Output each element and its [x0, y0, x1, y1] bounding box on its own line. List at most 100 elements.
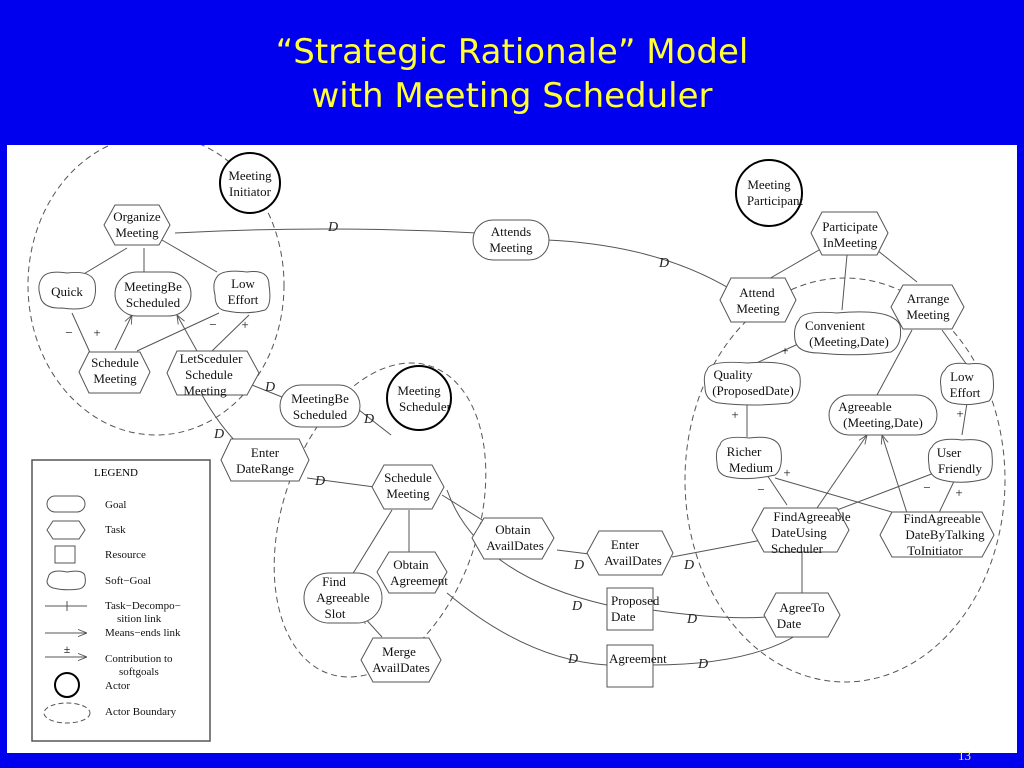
link-organize-loweffort — [161, 239, 218, 273]
contrib-minus-2: − — [209, 317, 216, 332]
attend-meeting-task — [719, 277, 797, 323]
meeting-scheduler-actor — [386, 365, 452, 431]
link-organize-quick — [76, 247, 128, 279]
arrange-meeting-task — [890, 284, 965, 330]
dep-enteravail-finduse — [671, 539, 763, 558]
legend-title: LEGEND — [94, 467, 138, 479]
title-line-2: with Meeting Scheduler — [311, 76, 713, 116]
link-participate-convenient — [841, 254, 848, 311]
slide-title: “Strategic Rationale” Model with Meeting… — [0, 30, 1024, 118]
proposed-date-resource — [606, 587, 654, 631]
link-schedule-quick — [71, 312, 93, 358]
contrib-plus-3: + — [781, 343, 788, 358]
legend-decomposition-symbol — [45, 601, 87, 611]
contrib-minus-1: − — [65, 325, 72, 340]
quick-label: Quick — [51, 284, 83, 299]
dep-schedule-proposed — [446, 489, 608, 606]
meeting-participant-actor — [735, 159, 803, 227]
meeting-be-scheduled-goal — [114, 271, 192, 317]
link-schedule-loweffort — [136, 312, 220, 352]
dep-marker-8: D — [683, 558, 694, 573]
contrib-minus-4: − — [923, 480, 930, 495]
link-letscheduler-loweffort — [211, 314, 250, 352]
quality-softgoal — [703, 361, 801, 406]
scheduler-boundary — [273, 362, 487, 678]
link-findtalk-richer — [774, 477, 903, 516]
link-userfriendly-loweffort — [961, 402, 968, 436]
dep-marker-9: D — [571, 599, 582, 614]
link-finduse-userfriendly — [836, 469, 943, 511]
legend-boundary-symbol — [43, 702, 91, 724]
convenient-label: Convenient(Meeting,Date) — [805, 318, 889, 349]
legend-task-label: Task — [105, 524, 126, 536]
contrib-minus-3: − — [757, 482, 764, 497]
link-arrange-agreeable — [876, 329, 913, 396]
meeting-initiator-actor — [219, 152, 281, 214]
dep-attends-attend — [546, 239, 733, 291]
legend-softgoal-label: Soft−Goal — [105, 575, 151, 587]
quality-label: Quality(ProposedDate) — [712, 367, 794, 398]
link-participate-attend — [766, 249, 820, 281]
find-agreeable-slot-goal — [303, 572, 383, 624]
link-arrange-loweffort — [941, 329, 968, 366]
legend-softgoal-symbol — [46, 570, 86, 591]
dep-daterange-schedule — [306, 477, 383, 489]
link-finduse-richer — [766, 474, 788, 506]
richer-medium-softgoal — [715, 436, 782, 480]
dep-marker-5: D — [213, 427, 224, 442]
agree-to-date-task — [763, 592, 841, 638]
obtain-avail-dates-task — [471, 517, 555, 560]
legend-boundary-label: Actor Boundary — [105, 706, 177, 718]
schedule-meeting-task-scheduler — [371, 464, 445, 510]
dep-mbs2-scheduler — [358, 409, 392, 436]
legend-actor-symbol — [54, 672, 80, 698]
dep-marker-6: D — [314, 474, 325, 489]
link-findtalk-agreeable — [882, 435, 908, 514]
legend: LEGEND ± Goal Task Resource Soft−Goal Ta… — [31, 459, 211, 742]
legend-task-symbol — [46, 520, 86, 540]
dep-marker-4: D — [363, 412, 374, 427]
merge-avail-dates-task — [360, 637, 442, 683]
legend-means-ends-label: Means−ends link — [105, 627, 181, 639]
agreeable-goal — [828, 394, 938, 436]
organize-meeting-task — [103, 204, 171, 246]
attends-meeting-goal — [472, 219, 550, 261]
dep-marker-3: D — [264, 380, 275, 395]
schedule-meeting-task-initiator — [78, 351, 151, 394]
dep-proposed-agreeto — [651, 609, 768, 619]
legend-resource-label: Resource — [105, 549, 146, 561]
agreement-resource — [606, 644, 654, 688]
legend-decomposition-label: Task−Decompo−sition link — [105, 600, 181, 625]
let-scheduler-task — [166, 350, 260, 396]
contrib-plus-1: + — [93, 325, 100, 340]
enter-avail-dates-task — [586, 530, 674, 576]
convenient-softgoal — [794, 311, 902, 356]
link-participate-arrange — [876, 249, 918, 283]
user-friendly-softgoal — [927, 438, 993, 483]
link-schedule-mbs — [114, 315, 132, 351]
link-sched-findslot — [351, 509, 393, 576]
find-using-scheduler-task — [751, 507, 850, 553]
